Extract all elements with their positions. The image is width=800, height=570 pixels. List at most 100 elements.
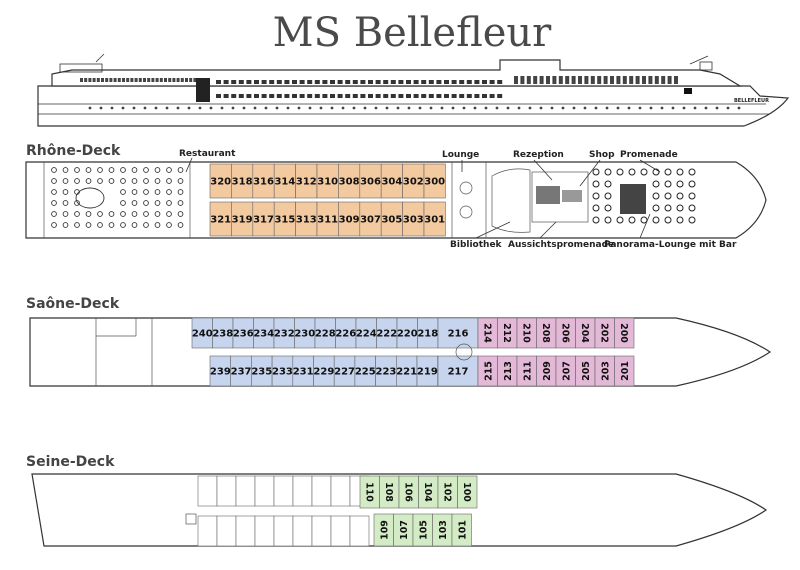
- window: [398, 94, 404, 98]
- table-icon: [62, 178, 69, 184]
- porthole: [429, 106, 433, 110]
- cabin-number: 214: [481, 323, 492, 343]
- cabin-106: 106: [398, 475, 419, 509]
- porthole: [143, 106, 147, 110]
- window: [352, 94, 358, 98]
- table-icon: [85, 178, 92, 184]
- window: [151, 78, 155, 82]
- cabin-319: 319: [231, 201, 254, 237]
- lounge-seat-icon: [664, 204, 672, 212]
- window: [444, 80, 449, 84]
- porthole: [88, 106, 92, 110]
- window: [330, 80, 335, 84]
- shop-counter: [562, 190, 582, 202]
- cabin-317: 317: [252, 201, 275, 237]
- window: [105, 78, 109, 82]
- window: [113, 78, 117, 82]
- porthole: [198, 106, 202, 110]
- cabin-number: 304: [381, 177, 402, 188]
- window: [552, 76, 557, 84]
- cabin-number: 300: [424, 177, 445, 188]
- table-icon: [120, 222, 126, 228]
- porthole: [462, 106, 466, 110]
- crew-cabin: [273, 475, 294, 507]
- cabin-number: 207: [561, 361, 572, 381]
- cabin-number: 233: [272, 367, 293, 378]
- window: [383, 80, 389, 84]
- callout-line: [185, 157, 193, 173]
- cabin-number: 106: [402, 482, 413, 502]
- window: [231, 94, 237, 98]
- table-icon: [108, 211, 115, 217]
- cabin-number: 218: [417, 329, 438, 340]
- lounge-seat-icon: [616, 168, 624, 176]
- window: [216, 94, 221, 98]
- window: [223, 94, 229, 98]
- cabin-100: 100: [457, 475, 478, 509]
- cabin-223: 223: [375, 355, 397, 387]
- cabin-number: 230: [294, 329, 315, 340]
- table-icon: [97, 211, 103, 217]
- lounge-seat-icon: [688, 180, 696, 188]
- crew-cabin: [235, 475, 256, 507]
- lounge-seat-icon: [604, 180, 612, 188]
- table-icon: [177, 189, 184, 195]
- restaurant-tables: [51, 167, 184, 228]
- cabin-cell: [614, 317, 635, 349]
- cabin-237: 237: [230, 355, 252, 387]
- table-icon: [166, 222, 172, 228]
- window: [314, 94, 320, 98]
- table-icon: [131, 200, 138, 206]
- window: [497, 80, 503, 84]
- cabin-110: 110: [359, 475, 380, 509]
- window: [172, 78, 176, 82]
- window: [421, 94, 427, 98]
- porthole: [297, 106, 301, 110]
- crew-cabin: [349, 515, 370, 547]
- cabin-number: 211: [522, 361, 533, 381]
- cabin-number: 310: [317, 177, 338, 188]
- cabin-307: 307: [359, 201, 382, 237]
- porthole: [638, 106, 642, 110]
- cabin-103: 103: [432, 513, 453, 547]
- window: [109, 78, 113, 82]
- cabin-cell: [614, 355, 635, 387]
- lounge-seat-icon: [652, 180, 660, 188]
- window: [489, 80, 495, 84]
- area-label-bibliothek: Bibliothek: [450, 240, 503, 250]
- table-icon: [51, 200, 57, 206]
- window: [413, 94, 419, 98]
- window: [565, 76, 570, 84]
- porthole: [627, 106, 631, 110]
- table-icon: [108, 222, 115, 228]
- cabin-313: 313: [295, 201, 318, 237]
- cabin-number: 202: [598, 323, 609, 343]
- callout-line: [579, 159, 601, 187]
- porthole: [561, 106, 565, 110]
- cabin-208: 208: [536, 317, 557, 349]
- window: [189, 78, 193, 82]
- cabin-cell: [451, 513, 472, 547]
- lounge-seat-icon: [664, 168, 672, 176]
- cabin-231: 231: [292, 355, 314, 387]
- cabin-number: 321: [210, 215, 231, 226]
- cabin-303: 303: [402, 201, 425, 237]
- cabin-number: 309: [339, 215, 360, 226]
- window: [231, 80, 237, 84]
- window: [558, 76, 563, 84]
- window: [307, 94, 313, 98]
- porthole: [99, 106, 103, 110]
- cabin-number: 212: [501, 323, 512, 343]
- window: [269, 80, 275, 84]
- cabin-number: 318: [232, 177, 253, 188]
- porthole: [583, 106, 587, 110]
- cabin-number: 312: [296, 177, 317, 188]
- window: [375, 80, 381, 84]
- lounge-seat-icon: [664, 180, 672, 188]
- cabin-number: 100: [461, 482, 472, 502]
- crew-cabin: [292, 515, 313, 547]
- cabin-304: 304: [380, 163, 403, 199]
- porthole: [363, 106, 367, 110]
- porthole: [165, 106, 169, 110]
